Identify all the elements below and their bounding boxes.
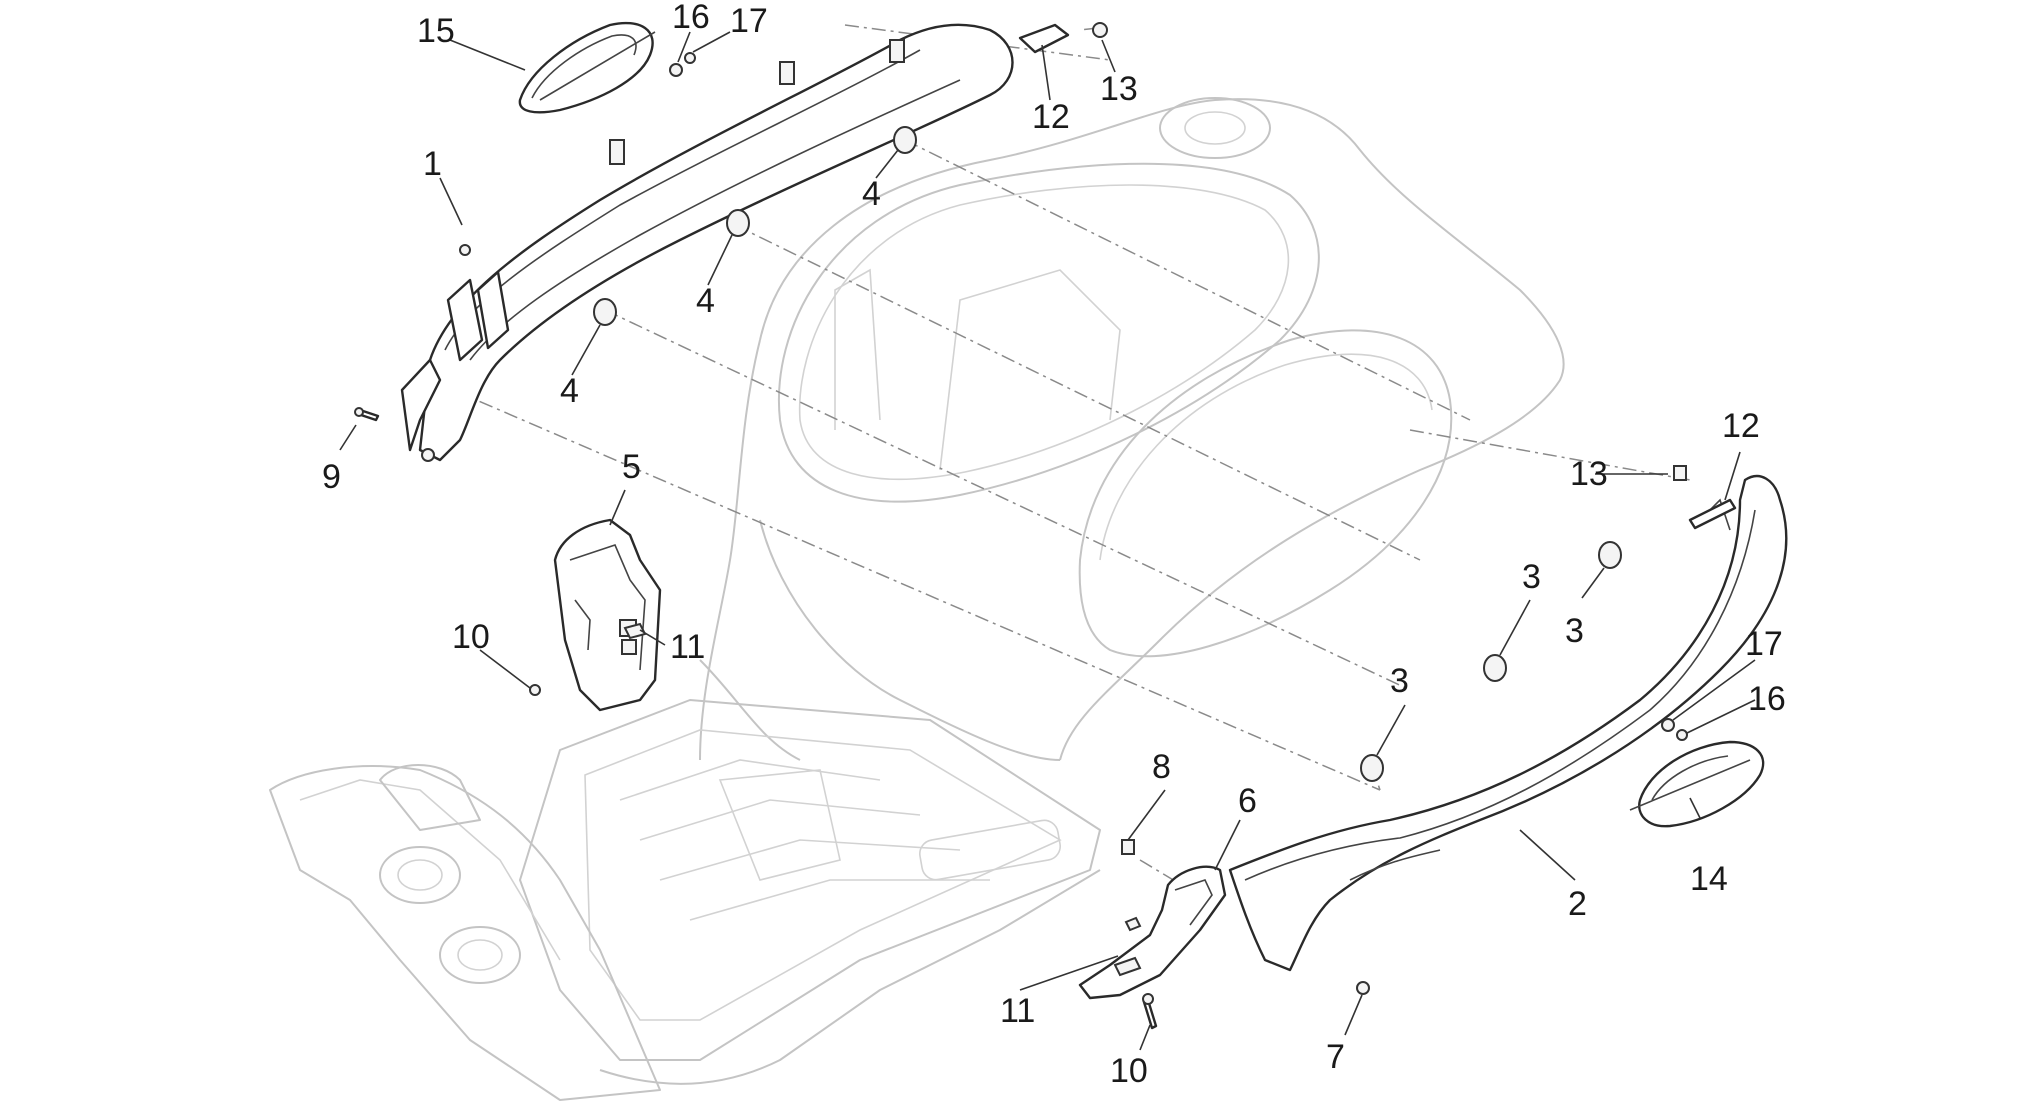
callout-11-left: 11	[670, 628, 705, 666]
callout-11-bottom: 11	[1000, 992, 1035, 1030]
callout-10-bottom: 10	[1110, 1052, 1148, 1090]
callout-15: 15	[417, 12, 455, 50]
assembly-axes	[429, 24, 1691, 891]
callout-3-middle: 3	[1565, 612, 1584, 650]
callout-3-bottom: 3	[1390, 662, 1409, 700]
part-2-right-side-rail	[1228, 474, 1788, 995]
callout-8: 8	[1152, 748, 1171, 786]
callout-4-middle: 4	[696, 282, 715, 320]
callout-6: 6	[1238, 782, 1257, 820]
part-1-left-side-rail	[400, 23, 1014, 462]
callout-5: 5	[622, 448, 641, 486]
callout-13-right: 13	[1570, 455, 1608, 493]
callout-17-right: 17	[1745, 625, 1783, 663]
callout-10-left: 10	[452, 618, 490, 656]
callout-16-top: 16	[672, 0, 710, 36]
callout-2: 2	[1568, 885, 1587, 923]
part-14-right-badge	[1629, 740, 1765, 828]
callout-12-top: 12	[1032, 98, 1070, 136]
callout-4-right: 4	[862, 175, 881, 213]
hardware-top	[354, 22, 1108, 422]
leader-lines	[339, 31, 1756, 1051]
part-6-lower-bracket	[1078, 839, 1227, 1030]
callout-1: 1	[423, 145, 442, 183]
callout-4-left: 4	[560, 372, 579, 410]
callout-7: 7	[1326, 1038, 1345, 1076]
part-5-inner-bracket	[529, 518, 662, 712]
part-15-left-badge	[518, 21, 656, 114]
scooter-body-frame	[269, 97, 1565, 1101]
callout-3-top: 3	[1522, 558, 1541, 596]
callout-12-right: 12	[1722, 407, 1760, 445]
callout-16-right: 16	[1748, 680, 1786, 718]
callout-17-top: 17	[730, 2, 768, 40]
callout-13-top: 13	[1100, 70, 1138, 108]
hardware-right	[1360, 465, 1737, 782]
callout-labels: 15 16 17 12 13 1 4 4 4 9 5 10 11 12 13 3…	[322, 0, 1786, 1090]
callout-14: 14	[1690, 860, 1728, 898]
callout-9: 9	[322, 458, 341, 496]
